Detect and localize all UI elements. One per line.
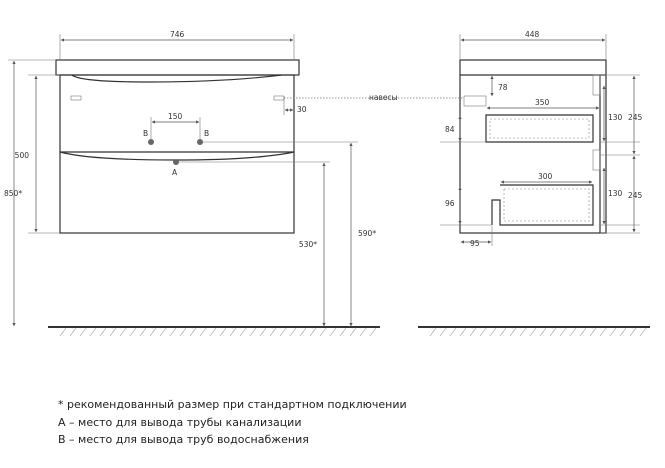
hatch-stroke	[279, 327, 287, 337]
dim-drawer-inner-depth: 300	[538, 172, 553, 181]
dim-side-depth: 448	[525, 30, 540, 39]
hatch-stroke	[529, 327, 537, 337]
hanger-left	[70, 95, 82, 101]
lower-drawer	[491, 184, 594, 226]
hatch-stroke	[449, 327, 457, 337]
hatch-stroke	[509, 327, 517, 337]
note-asterisk: * рекомендованный размер при стандартном…	[58, 398, 407, 411]
hatch-stroke	[549, 327, 557, 337]
front-view: B B A 746 150 30 500 850* 530* 590*	[4, 30, 380, 337]
hatch-stroke	[469, 327, 477, 337]
supply-point-left	[148, 139, 154, 145]
hatch-stroke	[589, 327, 597, 337]
label-hangers: навесы	[369, 93, 398, 102]
dim-cabinet-height: 500	[15, 151, 30, 160]
hatch-stroke	[299, 327, 307, 337]
dim-drawer-pitch-1: 245	[628, 113, 643, 122]
hatch-stroke	[309, 327, 317, 337]
dim-drawer-pitch-2: 245	[628, 191, 643, 200]
hatch-stroke	[459, 327, 467, 337]
hatch-stroke	[199, 327, 207, 337]
dim-front-width: 746	[170, 30, 185, 39]
hatch-stroke	[289, 327, 297, 337]
hatch-stroke	[489, 327, 497, 337]
dim-total-height: 850*	[4, 189, 22, 198]
hatch-stroke	[109, 327, 117, 337]
hatch-stroke	[139, 327, 147, 337]
dim-hanger-depth: 350	[535, 98, 550, 107]
upper-drawer	[485, 114, 594, 143]
side-hanger	[463, 95, 487, 107]
label-b-right: B	[204, 129, 209, 138]
hatch-stroke	[69, 327, 77, 337]
hatch-stroke	[229, 327, 237, 337]
dim-pipe-spacing: 150	[168, 112, 183, 121]
hatch-stroke	[349, 327, 357, 337]
hatch-stroke	[209, 327, 217, 337]
hatch-stroke	[169, 327, 177, 337]
hatch-stroke	[609, 327, 617, 337]
hatch-stroke	[159, 327, 167, 337]
hatch-stroke	[339, 327, 347, 337]
hatch-stroke	[579, 327, 587, 337]
hatch-stroke	[619, 327, 627, 337]
dim-hanger-offset: 30	[297, 105, 307, 114]
hatch-stroke	[319, 327, 327, 337]
hatch-stroke	[249, 327, 257, 337]
hatch-stroke	[269, 327, 277, 337]
hatch-stroke	[359, 327, 367, 337]
hatch-stroke	[89, 327, 97, 337]
hatch-stroke	[569, 327, 577, 337]
drain-point	[173, 159, 179, 165]
hatch-stroke	[599, 327, 607, 337]
hatch-stroke	[429, 327, 437, 337]
hatch-stroke	[519, 327, 527, 337]
dim-drawer-height-1: 130	[608, 113, 623, 122]
hatch-stroke	[499, 327, 507, 337]
hatch-stroke	[79, 327, 87, 337]
note-a: A – место для вывода трубы канализации	[58, 415, 302, 429]
hatch-stroke	[59, 327, 67, 337]
hatch-stroke	[119, 327, 127, 337]
cabinet-body	[59, 74, 295, 234]
side-view: навесы 448 78 350 84 96 300 95	[284, 30, 650, 337]
dim-drawer-gap: 95	[470, 239, 480, 248]
hatch-stroke	[329, 327, 337, 337]
drawer-curve	[59, 151, 295, 161]
countertop	[55, 59, 300, 76]
label-a: A	[172, 168, 178, 177]
hatch-stroke	[99, 327, 107, 337]
hatch-stroke	[539, 327, 547, 337]
floor-hatch-side	[429, 327, 647, 337]
dim-drawer-upper-depth: 84	[445, 125, 455, 134]
supply-point-right	[197, 139, 203, 145]
hatch-stroke	[219, 327, 227, 337]
label-b-left: B	[143, 129, 148, 138]
hatch-stroke	[239, 327, 247, 337]
dim-drain-height: 530*	[299, 240, 317, 249]
side-body	[459, 59, 607, 234]
note-b: B – место для вывода труб водоснабжения	[58, 433, 309, 446]
hatch-stroke	[639, 327, 647, 337]
dim-drawer-height-2: 130	[608, 189, 623, 198]
hatch-stroke	[149, 327, 157, 337]
basin-curve	[71, 74, 283, 83]
hatch-stroke	[189, 327, 197, 337]
dim-drawer-lower-depth: 96	[445, 199, 455, 208]
hanger-right	[273, 95, 285, 101]
hatch-stroke	[129, 327, 137, 337]
hatch-stroke	[629, 327, 637, 337]
hatch-stroke	[439, 327, 447, 337]
dim-hanger-height: 78	[498, 83, 508, 92]
hatch-stroke	[559, 327, 567, 337]
notes: * рекомендованный размер при стандартном…	[58, 396, 407, 449]
dim-supply-height: 590*	[358, 229, 376, 238]
floor-hatch-front	[59, 327, 377, 337]
hatch-stroke	[179, 327, 187, 337]
hatch-stroke	[369, 327, 377, 337]
hatch-stroke	[479, 327, 487, 337]
hatch-stroke	[259, 327, 267, 337]
